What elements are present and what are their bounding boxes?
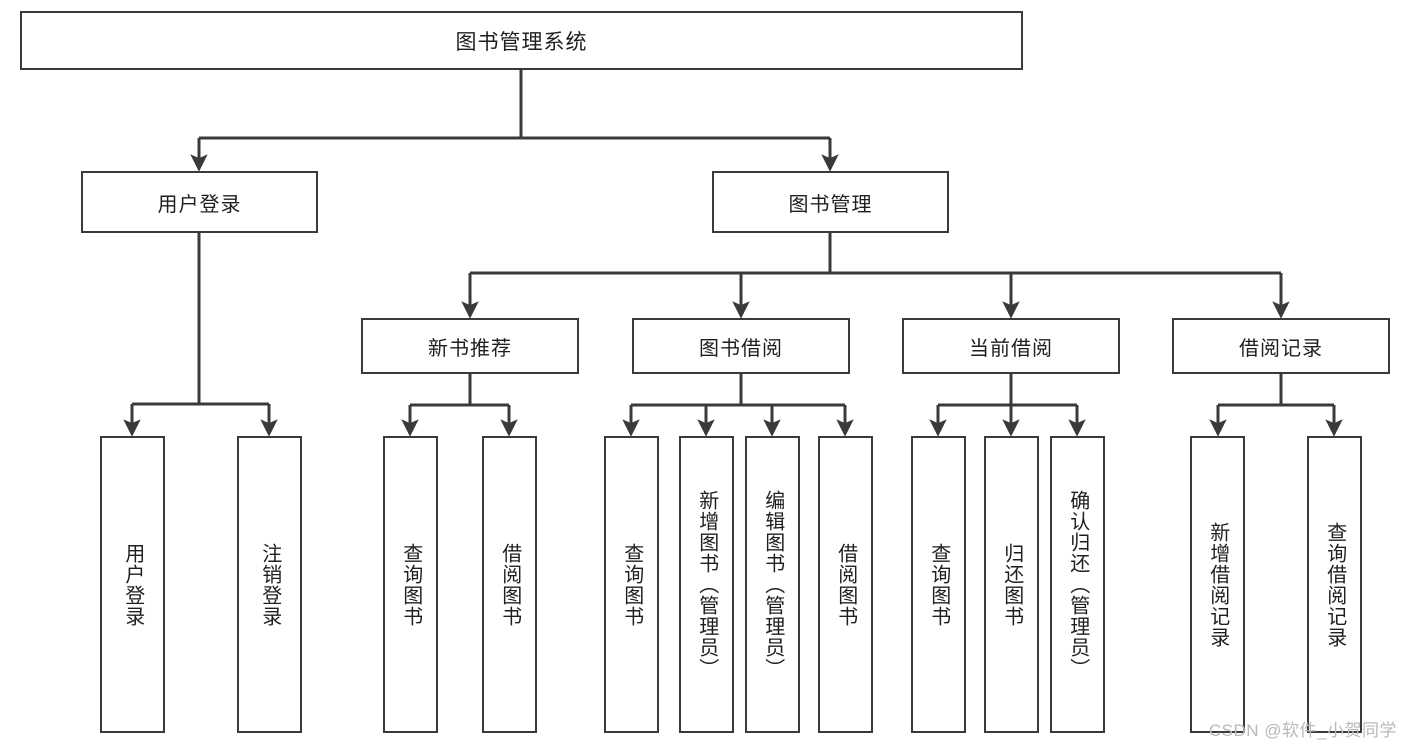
leaf-record-query-label: 查询借阅记录 [1323,521,1346,648]
leaf-recommend-borrow-book[interactable]: 借阅图书 [482,436,537,733]
node-new-book-recommend[interactable]: 新书推荐 [361,318,579,374]
leaf-record-query[interactable]: 查询借阅记录 [1307,436,1362,733]
leaf-borrow-borrow-book-label: 借阅图书 [834,542,857,627]
csdn-watermark: CSDN @软件_小贺同学 [1208,721,1397,740]
leaf-recommend-query-book[interactable]: 查询图书 [383,436,438,733]
node-root-label: 图书管理系统 [455,30,588,54]
leaf-borrow-edit-book-label: 编辑图书（管理员） [761,490,784,679]
leaf-current-return-book[interactable]: 归还图书 [984,436,1039,733]
leaf-current-query-book-label: 查询图书 [927,542,950,627]
leaf-logout-login-label: 注销登录 [258,542,281,627]
leaf-borrow-query-book-label: 查询图书 [620,542,643,627]
leaf-user-login-label: 用户登录 [121,542,144,627]
leaf-borrow-add-book[interactable]: 新增图书（管理员） [679,436,734,733]
leaf-current-query-book[interactable]: 查询图书 [911,436,966,733]
leaf-current-confirm-return[interactable]: 确认归还（管理员） [1050,436,1105,733]
leaf-borrow-borrow-book[interactable]: 借阅图书 [818,436,873,733]
leaf-record-add-label: 新增借阅记录 [1206,521,1229,648]
node-book-borrow[interactable]: 图书借阅 [632,318,850,374]
leaf-borrow-edit-book[interactable]: 编辑图书（管理员） [745,436,800,733]
node-current-borrow-label: 当前借阅 [969,337,1053,360]
node-user-login-label: 用户登录 [157,193,242,216]
node-borrow-record[interactable]: 借阅记录 [1172,318,1390,374]
leaf-logout-login[interactable]: 注销登录 [237,436,302,733]
leaf-borrow-query-book[interactable]: 查询图书 [604,436,659,733]
leaf-user-login[interactable]: 用户登录 [100,436,165,733]
node-current-borrow[interactable]: 当前借阅 [902,318,1120,374]
leaf-current-confirm-return-label: 确认归还（管理员） [1066,490,1089,679]
node-root-system[interactable]: 图书管理系统 [20,11,1023,70]
leaf-recommend-borrow-book-label: 借阅图书 [498,542,521,627]
leaf-record-add[interactable]: 新增借阅记录 [1190,436,1245,733]
leaf-current-return-book-label: 归还图书 [1000,542,1023,627]
node-borrow-record-label: 借阅记录 [1239,337,1323,360]
node-user-login[interactable]: 用户登录 [81,171,318,233]
node-book-manage-label: 图书管理 [788,193,873,216]
node-new-book-recommend-label: 新书推荐 [428,337,512,360]
node-book-manage[interactable]: 图书管理 [712,171,949,233]
node-book-borrow-label: 图书借阅 [699,337,783,360]
leaf-borrow-add-book-label: 新增图书（管理员） [695,490,718,679]
leaf-recommend-query-book-label: 查询图书 [399,542,422,627]
